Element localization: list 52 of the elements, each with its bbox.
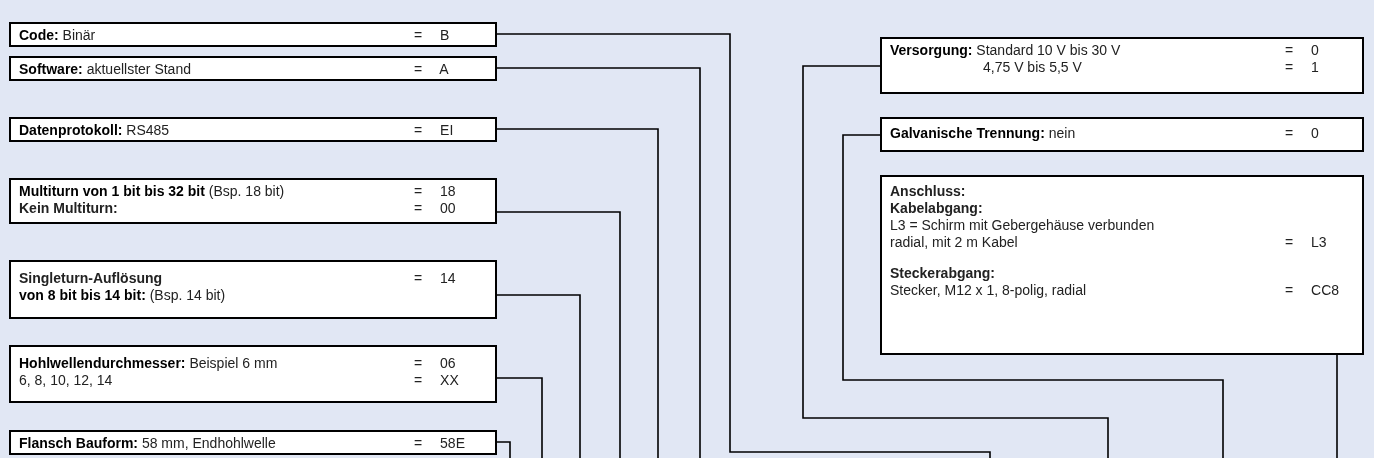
option-label: Hohlwellendurchmesser: Beispiel 6 mm — [19, 355, 278, 371]
option-label: von 8 bit bis 14 bit: (Bsp. 14 bit) — [19, 287, 226, 303]
connector-line — [1336, 354, 1338, 458]
option-label: Kabelabgang: — [890, 200, 983, 216]
option-label: 4,75 V bis 5,5 V — [983, 59, 1082, 75]
option-label: Stecker, M12 x 1, 8-polig, radial — [890, 282, 1087, 298]
option-box — [880, 117, 1364, 152]
code-value: = EI — [414, 122, 454, 139]
option-box — [880, 37, 1364, 94]
option-box — [9, 178, 497, 224]
option-label: Software: aktuellster Stand — [19, 61, 191, 77]
connector-line — [496, 128, 659, 458]
connector-line — [842, 134, 1224, 458]
option-box — [9, 345, 497, 403]
code-value: = CC8 — [1285, 282, 1340, 299]
option-box — [9, 430, 497, 455]
connector-line — [802, 65, 1109, 458]
option-label: 6, 8, 10, 12, 14 — [19, 372, 113, 388]
option-box — [880, 175, 1364, 355]
option-label: Multiturn von 1 bit bis 32 bit (Bsp. 18 bit) — [19, 183, 285, 199]
code-value: = L3 — [1285, 234, 1327, 251]
option-label: Kein Multiturn: — [19, 200, 118, 216]
option-box — [9, 56, 497, 81]
option-label: Steckerabgang: — [890, 265, 996, 281]
code-value: = 06 — [414, 355, 456, 372]
code-value: = B — [414, 27, 450, 44]
code-value: = 18 — [414, 183, 456, 200]
code-value: = 58E — [414, 435, 465, 452]
option-label: Anschluss: — [890, 183, 966, 199]
connector-line — [496, 294, 581, 458]
code-value: = 00 — [414, 200, 456, 217]
option-label: Versorgung: Standard 10 V bis 30 V — [890, 42, 1121, 58]
option-label: Code: Binär — [19, 27, 96, 43]
connector-line — [496, 67, 701, 458]
code-value: = 1 — [1285, 59, 1319, 76]
code-value: = 0 — [1285, 125, 1319, 142]
connector-line — [496, 211, 621, 458]
option-box — [9, 117, 497, 142]
option-label: Galvanische Trennung: nein — [890, 125, 1076, 141]
code-value: = 14 — [414, 270, 456, 287]
code-value: = 0 — [1285, 42, 1319, 59]
option-label: Datenprotokoll: RS485 — [19, 122, 170, 138]
code-value: = XX — [414, 372, 459, 389]
option-box — [9, 260, 497, 319]
option-label: Flansch Bauform: 58 mm, Endhohlwelle — [19, 435, 276, 451]
connector-line — [496, 441, 511, 458]
code-value: = A — [414, 61, 449, 78]
option-label: Singleturn-Auflösung — [19, 270, 163, 286]
option-box — [9, 22, 497, 47]
connector-line — [496, 33, 991, 458]
option-label: L3 = Schirm mit Gebergehäuse verbunden radial, mit 2 m Kabel — [890, 217, 1156, 251]
connector-line — [496, 377, 543, 458]
